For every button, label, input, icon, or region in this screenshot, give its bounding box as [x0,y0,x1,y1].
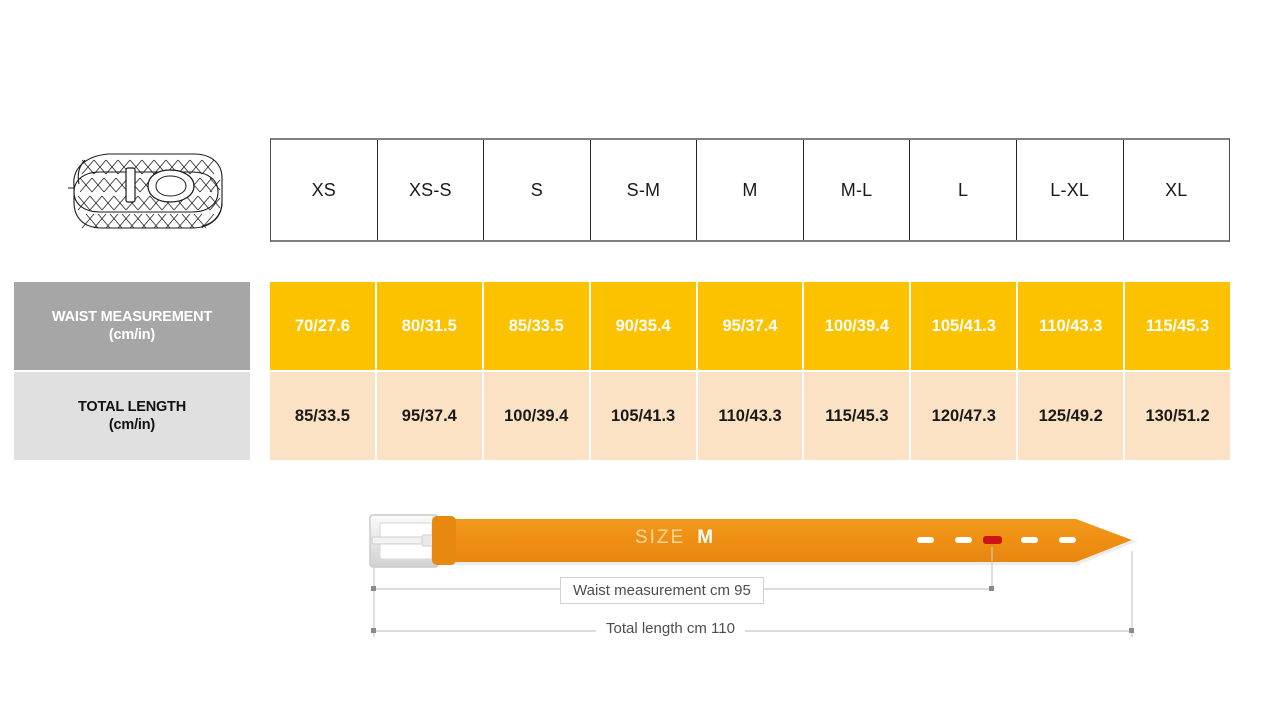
total-length-value-cell: 110/43.3 [697,372,805,460]
total-length-value-cell: 100/39.4 [483,372,591,460]
waist-label-unit: (cm/in) [108,327,156,343]
waist-value-cells: 70/27.6 80/31.5 85/33.5 90/35.4 95/37.4 … [270,282,1231,370]
size-header-cell: XS-S [378,140,485,240]
belt-strap [420,519,1138,565]
size-header-row: XS XS-S S S-M M M-L L L-XL XL [270,138,1230,242]
waist-value-cell: 70/27.6 [270,282,377,370]
total-length-value-cell: 130/51.2 [1125,372,1231,460]
total-length-value-cell: 125/49.2 [1018,372,1126,460]
waist-label-title: WAIST MEASUREMENT [51,308,213,325]
total-length-label-unit: (cm/in) [108,417,156,433]
waist-measurement-label: WAIST MEASUREMENT (cm/in) [14,282,250,370]
waist-value-cell: 90/35.4 [590,282,698,370]
belt-holes [917,536,1076,544]
total-length-value-cell: 120/47.3 [911,372,1019,460]
total-length-label-title: TOTAL LENGTH [78,398,186,415]
total-length-label: TOTAL LENGTH (cm/in) [14,372,250,460]
waist-value-cell: 110/43.3 [1018,282,1126,370]
dimension-end-markers [371,586,1134,633]
belt-hole-active [983,536,1002,544]
size-header-cell: S-M [591,140,698,240]
waist-value-cell: 95/37.4 [697,282,805,370]
waist-value-cell: 80/31.5 [376,282,484,370]
total-length-row: TOTAL LENGTH (cm/in) 85/33.5 95/37.4 100… [14,372,1231,460]
waist-value-cell: 105/41.3 [911,282,1019,370]
size-header-cell: M-L [804,140,911,240]
waist-dimension-label: Waist measurement cm 95 [560,577,764,604]
total-length-dimension-label: Total length cm 110 [596,617,745,640]
waist-value-cell: 115/45.3 [1125,282,1231,370]
belt-buckle [369,514,453,568]
total-length-value-cell: 105/41.3 [590,372,698,460]
belt-keeper-loop [432,516,456,565]
braided-belt-illustration [52,140,232,245]
waist-measurement-row: WAIST MEASUREMENT (cm/in) 70/27.6 80/31.… [14,282,1231,370]
size-header-cell: S [484,140,591,240]
total-length-value-cell: 85/33.5 [270,372,377,460]
size-header-cell: M [697,140,804,240]
total-length-value-cell: 115/45.3 [804,372,912,460]
waist-value-cell: 100/39.4 [804,282,912,370]
waist-value-cell: 85/33.5 [483,282,591,370]
size-header-cell: XS [271,140,378,240]
total-length-value-cells: 85/33.5 95/37.4 100/39.4 105/41.3 110/43… [270,372,1231,460]
size-header-cell: XL [1165,179,1188,200]
total-length-value-cell: 95/37.4 [376,372,484,460]
size-header-cell: L [910,140,1017,240]
size-header-cell: L-XL [1017,140,1124,240]
